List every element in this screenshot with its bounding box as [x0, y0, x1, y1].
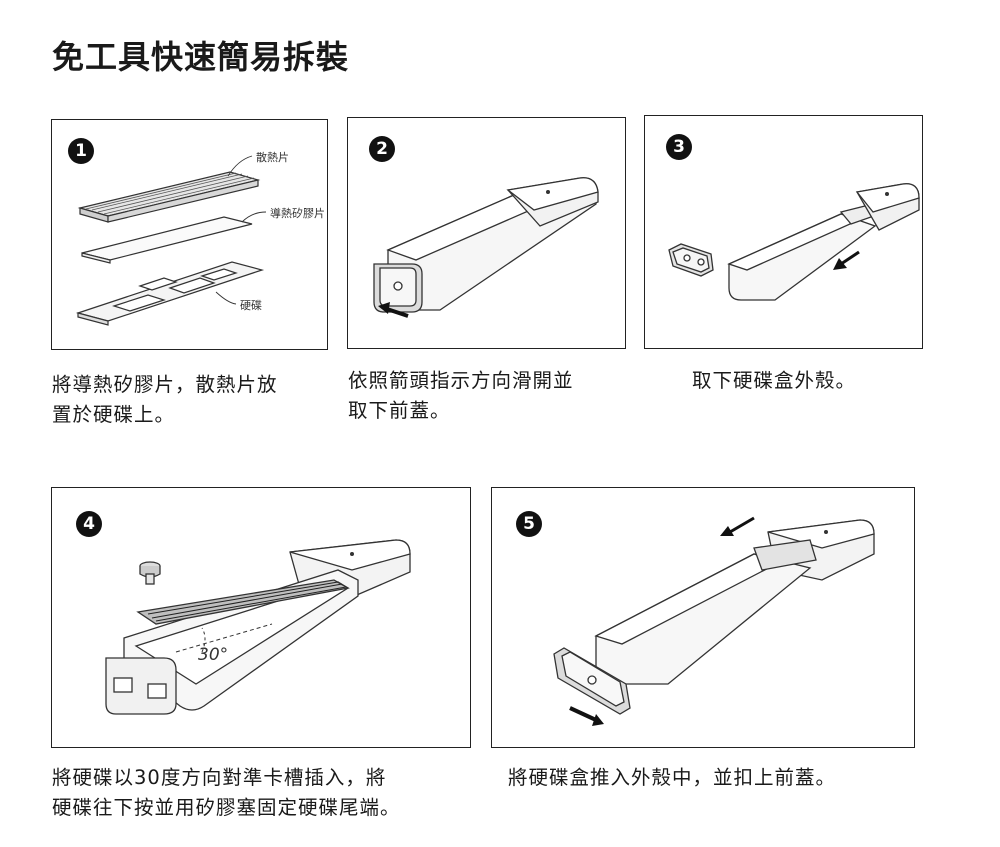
step-1-illustration [75, 155, 267, 326]
heatsink-label: 散熱片 [256, 151, 289, 164]
angle-label: 30° [198, 645, 229, 665]
step-4-illustration [105, 539, 411, 715]
step-1-caption-line-2: 置於硬碟上。 [52, 403, 176, 426]
step-3-badge: 3 [666, 134, 692, 160]
step-5-panel: 5 [491, 487, 915, 748]
step-3-caption: 取下硬碟盒外殼。 [692, 366, 856, 396]
step-2-badge: 2 [369, 136, 395, 162]
step-1-badge: 1 [68, 138, 94, 164]
step-1-panel: 1 散熱片 導熱矽膠片 硬碟 [51, 119, 328, 350]
step-3-panel: 3 [644, 115, 923, 349]
step-2-caption-line-2: 取下前蓋。 [348, 399, 451, 422]
step-4-caption-line-1: 將硬碟以30度方向對準卡槽插入，將 [52, 766, 387, 789]
step-4-panel: 4 30° [51, 487, 471, 748]
step-5-caption: 將硬碟盒推入外殼中，並扣上前蓋。 [508, 763, 836, 793]
step-4-caption-line-2: 硬碟往下按並用矽膠塞固定硬碟尾端。 [52, 796, 401, 819]
step-4-badge: 4 [76, 511, 102, 537]
page-title: 免工具快速簡易拆裝 [52, 38, 350, 76]
step-3-illustration [668, 183, 920, 301]
step-1-caption-line-1: 將導熱矽膠片，散熱片放 [52, 373, 278, 396]
step-2-caption: 依照箭頭指示方向滑開並 取下前蓋。 [348, 366, 574, 426]
step-5-illustration [553, 516, 875, 726]
step-2-panel: 2 [347, 117, 626, 349]
step-5-caption-line-1: 將硬碟盒推入外殼中，並扣上前蓋。 [508, 766, 837, 789]
step-2-illustration [373, 177, 599, 318]
step-2-caption-line-1: 依照箭頭指示方向滑開並 [348, 369, 574, 392]
step-3-caption-line-1: 取下硬碟盒外殼。 [692, 369, 857, 392]
step-5-badge: 5 [516, 511, 542, 537]
step-1-caption: 將導熱矽膠片，散熱片放 置於硬碟上。 [52, 370, 278, 430]
thermal-pad-label: 導熱矽膠片 [270, 207, 325, 220]
step-4-caption: 將硬碟以30度方向對準卡槽插入，將 硬碟往下按並用矽膠塞固定硬碟尾端。 [52, 763, 401, 823]
ssd-label: 硬碟 [240, 299, 262, 312]
